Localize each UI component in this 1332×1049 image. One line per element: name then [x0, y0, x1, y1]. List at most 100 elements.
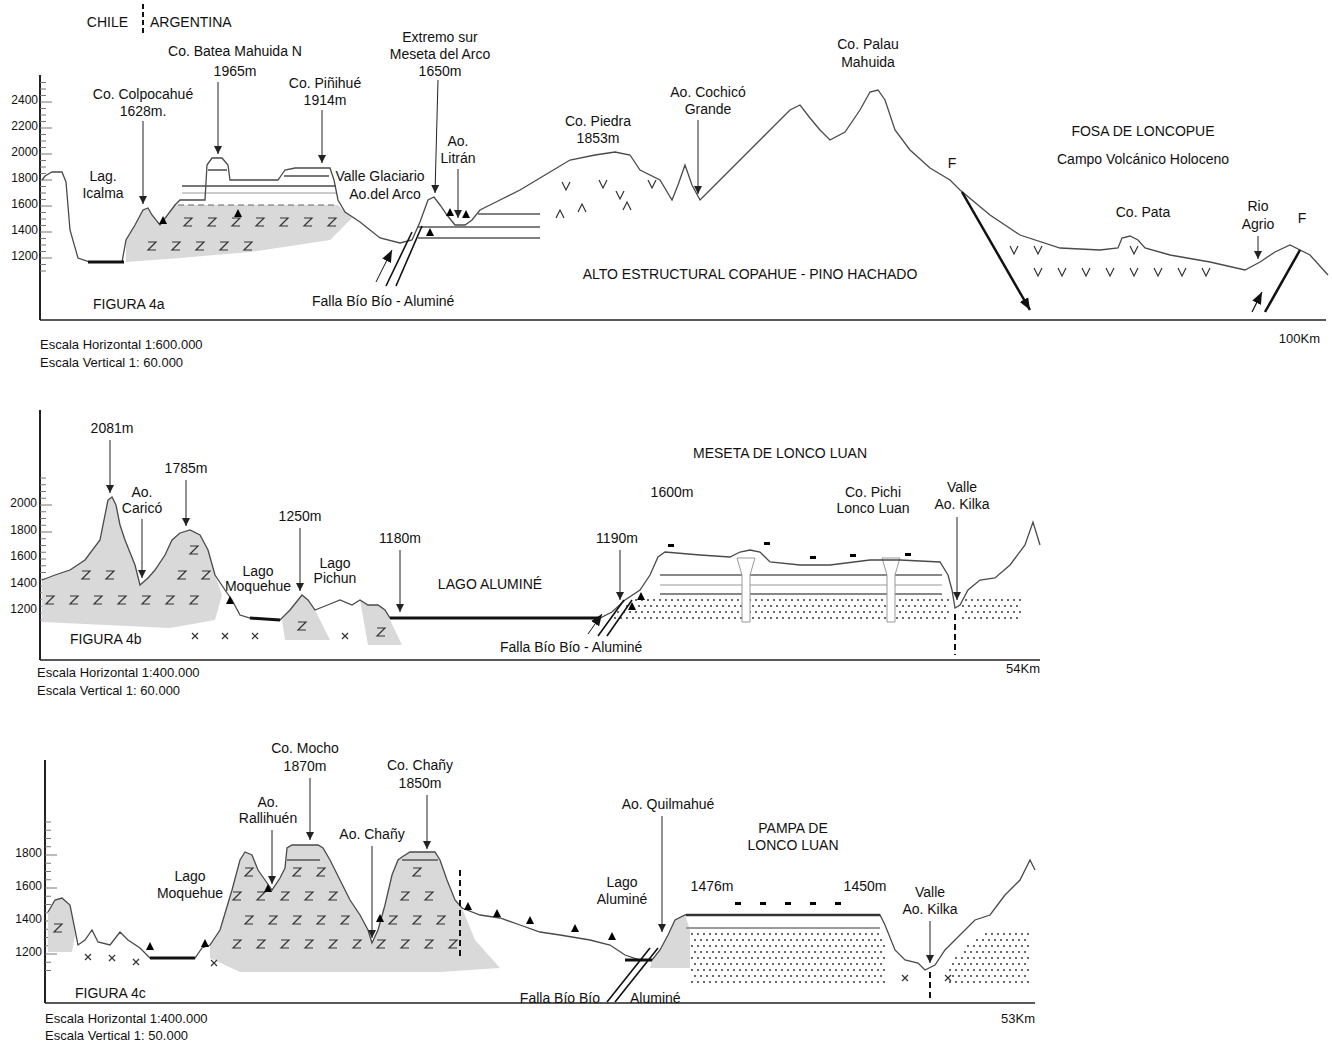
sediment-dot — [721, 945, 723, 947]
sediment-dot — [706, 963, 708, 965]
sediment-dot — [938, 605, 940, 607]
sediment-dot — [877, 981, 879, 983]
sediment-dot — [932, 605, 934, 607]
sediment-dot — [793, 981, 795, 983]
sediment-dot — [728, 617, 730, 619]
elevation: 1650m — [419, 63, 462, 79]
figure-label: FIGURA 4c — [75, 985, 146, 1001]
sediment-dot — [1021, 933, 1023, 935]
sediment-dot — [778, 939, 780, 941]
sediment-dot — [883, 945, 885, 947]
sediment-dot — [844, 951, 846, 953]
sediment-dot — [851, 611, 853, 613]
sediment-dot — [850, 939, 852, 941]
axis-tick — [40, 147, 46, 148]
sediment-dot — [773, 611, 775, 613]
triangle-marker — [493, 909, 501, 917]
scale-note: Escala Vertical 1: 60.000 — [37, 684, 180, 699]
sediment-dot — [691, 981, 693, 983]
sediment-dot — [698, 617, 700, 619]
sediment-dot — [880, 963, 882, 965]
sediment-dot — [878, 605, 880, 607]
axis-tick — [40, 225, 46, 226]
sediment-dot — [793, 933, 795, 935]
sediment-dot — [754, 951, 756, 953]
axis-tick — [45, 822, 51, 823]
sediment-dot — [875, 599, 877, 601]
axis-tick — [45, 838, 51, 839]
sediment-dot — [754, 963, 756, 965]
rock-symbol — [220, 242, 228, 250]
sediment-dot — [725, 611, 727, 613]
sediment-dot — [803, 599, 805, 601]
sediment-dot — [1015, 933, 1017, 935]
fault-name: Falla Bío Bío - Aluminé — [500, 639, 642, 655]
sediment-dot — [865, 969, 867, 971]
rock-symbol — [118, 596, 126, 604]
sediment-dot — [941, 611, 943, 613]
sediment-dot — [697, 957, 699, 959]
sediment-dot — [845, 611, 847, 613]
sediment-dot — [689, 599, 691, 601]
strata-line — [287, 859, 320, 861]
sediment-dot — [770, 605, 772, 607]
sediment-dot — [1016, 617, 1018, 619]
sediment-dot — [706, 939, 708, 941]
sediment-dot — [1013, 611, 1015, 613]
rock-symbol — [245, 916, 253, 924]
sediment-dot — [979, 981, 981, 983]
sediment-dot — [755, 611, 757, 613]
sediment-dot — [857, 599, 859, 601]
river-name: Rio — [1247, 198, 1268, 214]
sediment-dot — [874, 975, 876, 977]
sediment-dot — [686, 605, 688, 607]
rock-symbol — [305, 892, 313, 900]
sediment-dot — [707, 599, 709, 601]
rock-symbol — [148, 242, 156, 250]
sediment-dot — [977, 611, 979, 613]
sediment-dot — [995, 599, 997, 601]
sediment-dot — [838, 963, 840, 965]
sediment-dot — [718, 951, 720, 953]
sediment-dot — [703, 969, 705, 971]
sediment-dot — [650, 605, 652, 607]
sediment-dot — [998, 617, 1000, 619]
sediment-dot — [809, 611, 811, 613]
dyke — [737, 558, 755, 622]
sediment-dot — [785, 611, 787, 613]
stream-name: Caricó — [122, 500, 162, 516]
sediment-dot — [851, 599, 853, 601]
sediment-dot — [760, 975, 762, 977]
sediment-dot — [842, 617, 844, 619]
sediment-dot — [775, 969, 777, 971]
sediment-dot — [841, 945, 843, 947]
leader-arrow — [300, 528, 301, 591]
strata-line — [418, 237, 540, 239]
sediment-dot — [821, 599, 823, 601]
sediment-dot — [760, 951, 762, 953]
sediment-dot — [880, 975, 882, 977]
sediment-dot — [751, 945, 753, 947]
sediment-dot — [838, 939, 840, 941]
sediment-dot — [836, 617, 838, 619]
axis-line — [40, 659, 1040, 661]
sediment-dot — [817, 969, 819, 971]
sediment-dot — [955, 969, 957, 971]
rock-symbol — [389, 916, 397, 924]
sediment-dot — [1009, 933, 1011, 935]
sediment-dot — [973, 957, 975, 959]
leader-arrow — [427, 795, 428, 849]
sediment-dot — [704, 605, 706, 607]
sediment-dot — [775, 981, 777, 983]
sediment-dot — [859, 933, 861, 935]
peak-name: Co. Piñihué — [289, 75, 361, 91]
sediment-dot — [1021, 945, 1023, 947]
sediment-dot — [782, 617, 784, 619]
sediment-dot — [965, 611, 967, 613]
rock-symbol — [94, 596, 102, 604]
surface-mark — [905, 553, 911, 556]
sediment-dot — [871, 981, 873, 983]
sediment-dot — [814, 963, 816, 965]
distance: 53Km — [1001, 1012, 1035, 1027]
strata-line — [418, 226, 540, 228]
